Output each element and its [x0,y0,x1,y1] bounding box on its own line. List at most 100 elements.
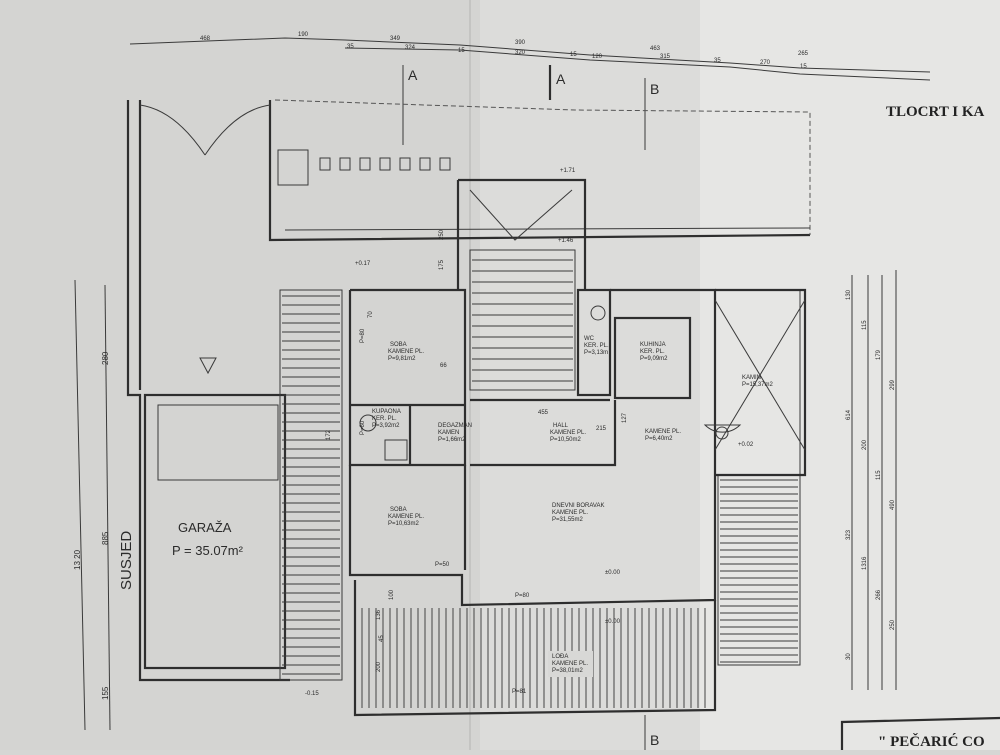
svg-text:15: 15 [570,52,577,58]
svg-text:P=50: P=50 [435,562,450,568]
svg-text:P=10,50m2: P=10,50m2 [550,437,582,443]
svg-text:P=80: P=80 [360,328,366,343]
svg-text:DNEVNI BORAVAK: DNEVNI BORAVAK [552,503,604,509]
right-dimension-label: 115 [862,320,868,330]
drawing-title: TLOCRT I KA [886,104,985,120]
svg-text:13 20: 13 20 [73,549,82,570]
svg-text:KAMENE PL.: KAMENE PL. [388,349,424,355]
svg-text:127: 127 [622,412,628,423]
svg-text:315: 315 [660,54,671,60]
svg-text:P=1,66m2: P=1,66m2 [438,437,466,443]
svg-text:SOBA: SOBA [390,342,407,348]
svg-text:885: 885 [101,531,110,545]
svg-text:SOBA: SOBA [390,507,407,513]
svg-text:P=10,63m2: P=10,63m2 [388,521,420,527]
right-dimension-label: 490 [890,499,896,510]
svg-text:P=81: P=81 [512,689,527,695]
svg-text:DEGAZMAN: DEGAZMAN [438,423,472,429]
svg-text:KUHINJA: KUHINJA [640,342,666,348]
right-dimension-label: 200 [862,439,868,450]
svg-text:120: 120 [592,54,603,60]
svg-text:-0.15: -0.15 [305,691,319,697]
svg-text:270: 270 [760,60,771,66]
svg-text:320: 320 [515,50,526,56]
svg-text:155: 155 [101,686,110,700]
right-dimension-label: 130 [846,289,852,300]
svg-text:+0.17: +0.17 [355,261,371,267]
svg-text:P=9,81m2: P=9,81m2 [388,356,416,362]
svg-text:324: 324 [405,45,416,51]
svg-text:35: 35 [347,44,354,50]
svg-text:70: 70 [368,311,374,318]
svg-text:250: 250 [439,229,445,240]
svg-text:KER. PL.: KER. PL. [584,343,609,349]
svg-text:349: 349 [390,36,401,42]
loggia [353,580,717,717]
svg-text:468: 468 [200,36,211,42]
svg-text:KAMENE PL.: KAMENE PL. [388,514,424,520]
svg-text:P=9,09m2: P=9,09m2 [640,356,668,362]
svg-text:P=31,55m2: P=31,55m2 [552,517,584,523]
svg-text:WC: WC [584,336,595,342]
svg-text:KAMENE PL.: KAMENE PL. [552,661,588,667]
right-dimension-label: 323 [846,529,852,540]
annotations: P=80 P=60 P=50 P=80 P=81 ±0.00 ±0.00 +0.… [305,229,754,697]
svg-text:HALL: HALL [553,423,569,429]
garage-area-value: P = 35.07m² [172,543,244,558]
section-b-marker-top: B [650,81,659,97]
svg-text:KAMENE PL.: KAMENE PL. [645,429,681,435]
svg-text:KAMENE PL.: KAMENE PL. [550,430,586,436]
svg-text:100: 100 [389,589,395,600]
svg-text:265: 265 [798,51,809,57]
svg-text:15: 15 [800,64,807,70]
garage-area: GARAŽA P = 35.07m² SUSJED [118,100,811,682]
right-dimension-label: 115 [876,470,882,480]
svg-text:P=15,37m2: P=15,37m2 [742,382,774,388]
svg-text:175: 175 [439,259,445,270]
title-block-stamp: " PEČARIĆ CO [840,716,1000,750]
neighbor-label: SUSJED [118,531,135,590]
svg-text:136: 136 [376,609,382,620]
section-b-marker-bottom: B [650,732,659,748]
svg-text:+0.02: +0.02 [738,442,754,448]
right-dimension-label: 30 [846,653,852,660]
right-dimension-label: 266 [876,589,882,600]
svg-text:P=38,01m2: P=38,01m2 [552,668,584,674]
svg-text:463: 463 [650,46,661,52]
svg-text:KUPAONA: KUPAONA [372,409,401,415]
top-dimension-lines: 468 190 349 390 463 265 35 324 15 320 15… [129,32,931,81]
svg-text:P=3,13m: P=3,13m [584,350,608,356]
svg-text:±0.00: ±0.00 [605,570,621,576]
left-dimension-lines: 13 20 885 280 155 [73,279,111,731]
right-dimension-label: 179 [876,349,882,360]
svg-text:455: 455 [538,410,549,416]
section-a-marker: A [408,67,418,83]
svg-text:390: 390 [515,40,526,46]
right-dimension-label: 1316 [862,556,868,570]
svg-text:KER. PL.: KER. PL. [640,349,665,355]
section-markers: A A B B [402,65,659,750]
top-terrace: +1.71 +1.46 +0.17 [274,99,811,290]
svg-text:P=6,40m2: P=6,40m2 [645,436,673,442]
svg-text:45: 45 [379,635,385,642]
svg-text:KAMIN: KAMIN [742,375,761,381]
svg-text:KAMENE PL.: KAMENE PL. [552,510,588,516]
svg-text:190: 190 [298,32,309,38]
svg-text:280: 280 [101,351,110,365]
right-dimension-label: 614 [846,409,852,420]
svg-text:35: 35 [714,58,721,64]
svg-text:200: 200 [376,661,382,672]
section-a-marker-2: A [556,71,566,87]
svg-text:KER. PL.: KER. PL. [372,416,397,422]
